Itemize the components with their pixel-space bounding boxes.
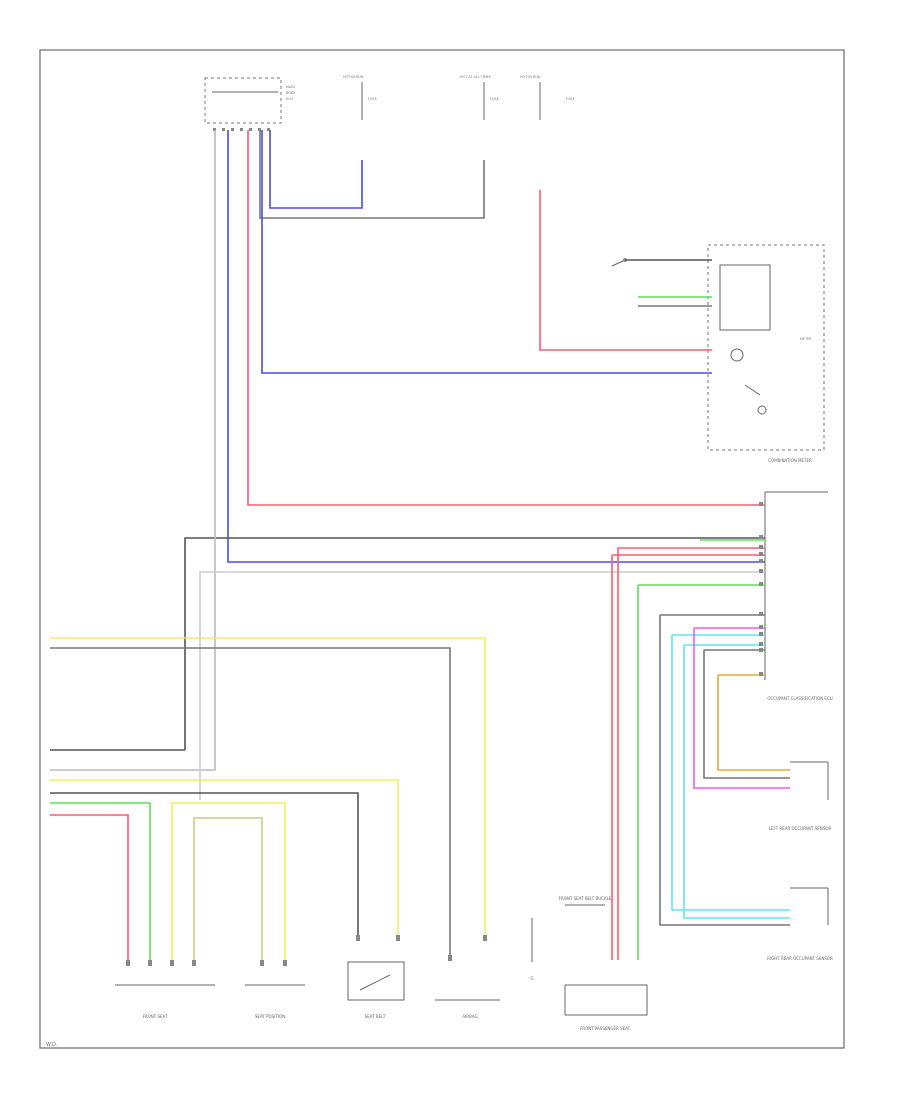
- occupant-classification-ecu: OCCUPANT CLASSIFICATION ECU: [764, 491, 833, 701]
- svg-text:MAIN: MAIN: [286, 85, 295, 89]
- svg-text:RIGHT REAR OCCUPANT SENSOR: RIGHT REAR OCCUPANT SENSOR: [767, 956, 833, 961]
- svg-text:BODY: BODY: [286, 91, 296, 95]
- svg-text:FUSE: FUSE: [490, 97, 499, 101]
- front-seat-belt-buckle: FRONT SEAT BELT BUCKLE: [559, 896, 612, 906]
- combination-meter: METER COMBINATION METER: [707, 244, 825, 463]
- svg-text:FRONT SEAT BELT BUCKLE: FRONT SEAT BELT BUCKLE: [559, 896, 612, 901]
- svg-text:SEAT BELT: SEAT BELT: [365, 1014, 386, 1019]
- svg-text:HOT IN RUN: HOT IN RUN: [520, 75, 541, 79]
- connector-icon: [126, 935, 487, 966]
- left-rear-occupant-sensor: LEFT REAR OCCUPANT SENSOR: [769, 761, 832, 831]
- bottom-component-1: FRONT SEAT: [115, 984, 215, 1019]
- svg-text:HOT IN RUN: HOT IN RUN: [343, 75, 364, 79]
- svg-text:LEFT REAR OCCUPANT SENSOR: LEFT REAR OCCUPANT SENSOR: [769, 826, 832, 831]
- wire-red-ecu: [247, 130, 765, 506]
- svg-text:HOT AT ALL TIMES: HOT AT ALL TIMES: [460, 75, 491, 79]
- right-rear-occupant-sensor: RIGHT REAR OCCUPANT SENSOR: [767, 887, 833, 961]
- svg-text:G: G: [530, 976, 533, 981]
- connector-icon: [759, 502, 763, 676]
- wire-blue-ecu: [227, 130, 765, 563]
- wire-cyan: [671, 634, 790, 911]
- wire-red-left: [50, 814, 129, 960]
- wire-red-meter: [539, 190, 712, 351]
- diagram-frame: [39, 49, 845, 1049]
- wire-yellow-left: [50, 637, 486, 935]
- svg-text:FRONT SEAT: FRONT SEAT: [143, 1014, 168, 1019]
- bottom-component-3: SEAT BELT: [347, 961, 405, 1019]
- ground-icon: [611, 258, 627, 267]
- fuse-hot-in-run-2: HOT IN RUN FUSE: [520, 75, 575, 120]
- front-passenger-seat: FRONT PASSENGER SEAT: [564, 984, 648, 1031]
- fuse-hot-in-run-1: HOT IN RUN FUSE: [343, 75, 377, 120]
- bottom-component-2: SEAT POSITION: [245, 984, 305, 1019]
- combination-meter-label: COMBINATION METER: [768, 458, 812, 463]
- connector-icon: [213, 128, 270, 131]
- svg-text:FRONT PASSENGER SEAT: FRONT PASSENGER SEAT: [580, 1026, 631, 1031]
- wire-green-left: [50, 802, 151, 960]
- ecu-label: OCCUPANT CLASSIFICATION ECU: [767, 696, 832, 701]
- top-connector-block: MAIN BODY ECU: [204, 77, 296, 131]
- fuse-hot-at-all-times: HOT AT ALL TIMES FUSE: [460, 75, 499, 120]
- ground-icon: G: [530, 918, 534, 981]
- bottom-component-4: AIRBAG: [435, 999, 500, 1019]
- svg-text:ECU: ECU: [286, 97, 294, 101]
- wire-gray-top: [259, 130, 485, 219]
- wire-magenta: [693, 627, 790, 789]
- wire-blue-meter: [261, 130, 712, 374]
- svg-text:METER: METER: [800, 337, 812, 341]
- wire-blue-top: [269, 130, 363, 209]
- svg-text:FUSE: FUSE: [566, 97, 575, 101]
- svg-text:SEAT POSITION: SEAT POSITION: [255, 1014, 285, 1019]
- svg-text:FUSE: FUSE: [368, 97, 377, 101]
- svg-text:AIRBAG: AIRBAG: [462, 1014, 477, 1019]
- wire-orange: [717, 674, 790, 771]
- corner-label: W.D.: [46, 1042, 58, 1048]
